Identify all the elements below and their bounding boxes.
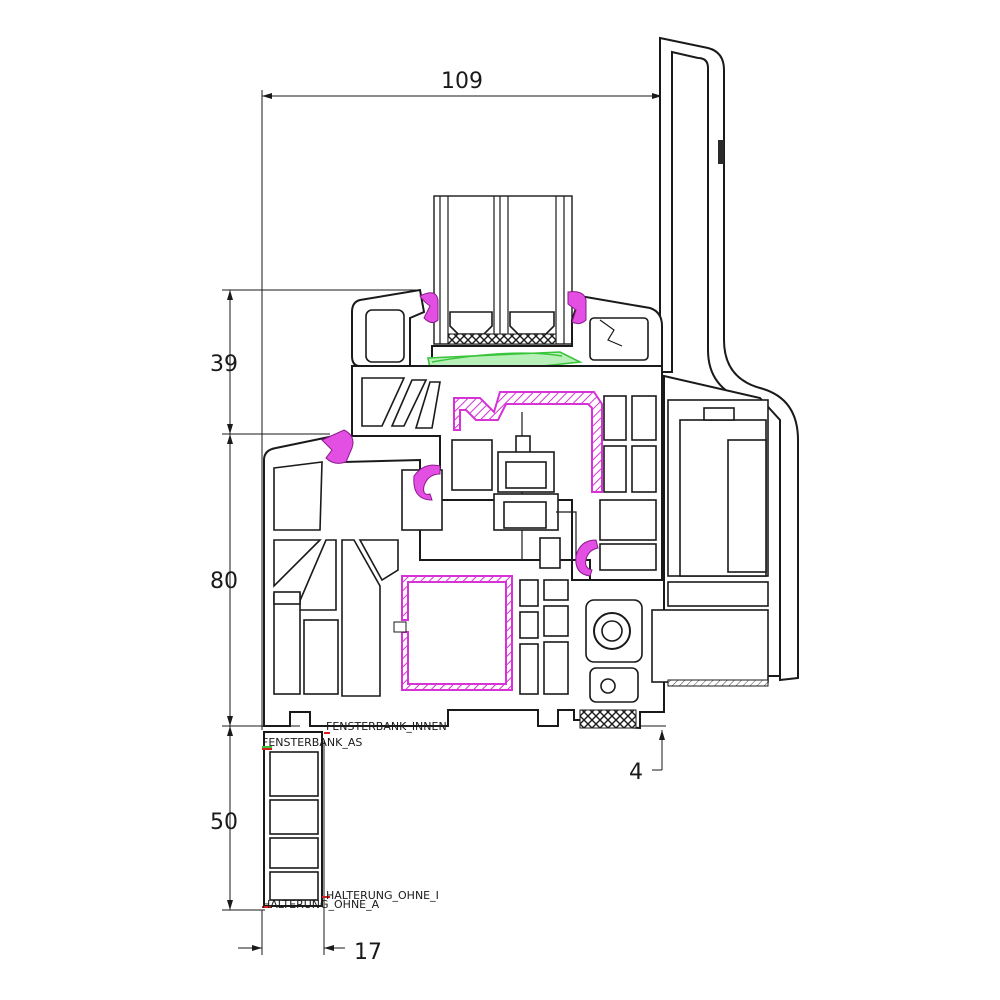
dimension-lines: [222, 90, 666, 955]
dim-overall-width: 109: [441, 69, 483, 94]
gaskets: [321, 291, 599, 577]
label-sill-outer: FENSTERBANK_AS: [262, 736, 362, 749]
frame-profile: [263, 434, 665, 730]
dim-sill-height: 50: [210, 810, 238, 835]
label-sill-inner: FENSTERBANK_INNEN: [326, 720, 447, 733]
dim-sill-width: 17: [354, 940, 382, 965]
hardware-lock: [493, 412, 577, 569]
label-holder-outer: HALTERUNG_OHNE_A: [262, 898, 380, 911]
glazing-unit: [433, 195, 573, 345]
sill-extension-profile: [262, 731, 330, 908]
label-holder-inner: HALTERUNG_OHNE_I: [326, 889, 439, 902]
roller-box-parts: [579, 374, 781, 729]
dim-offset-bottom: 4: [629, 760, 643, 785]
dim-frame-height: 80: [210, 569, 238, 594]
dim-sash-height: 39: [210, 352, 238, 377]
